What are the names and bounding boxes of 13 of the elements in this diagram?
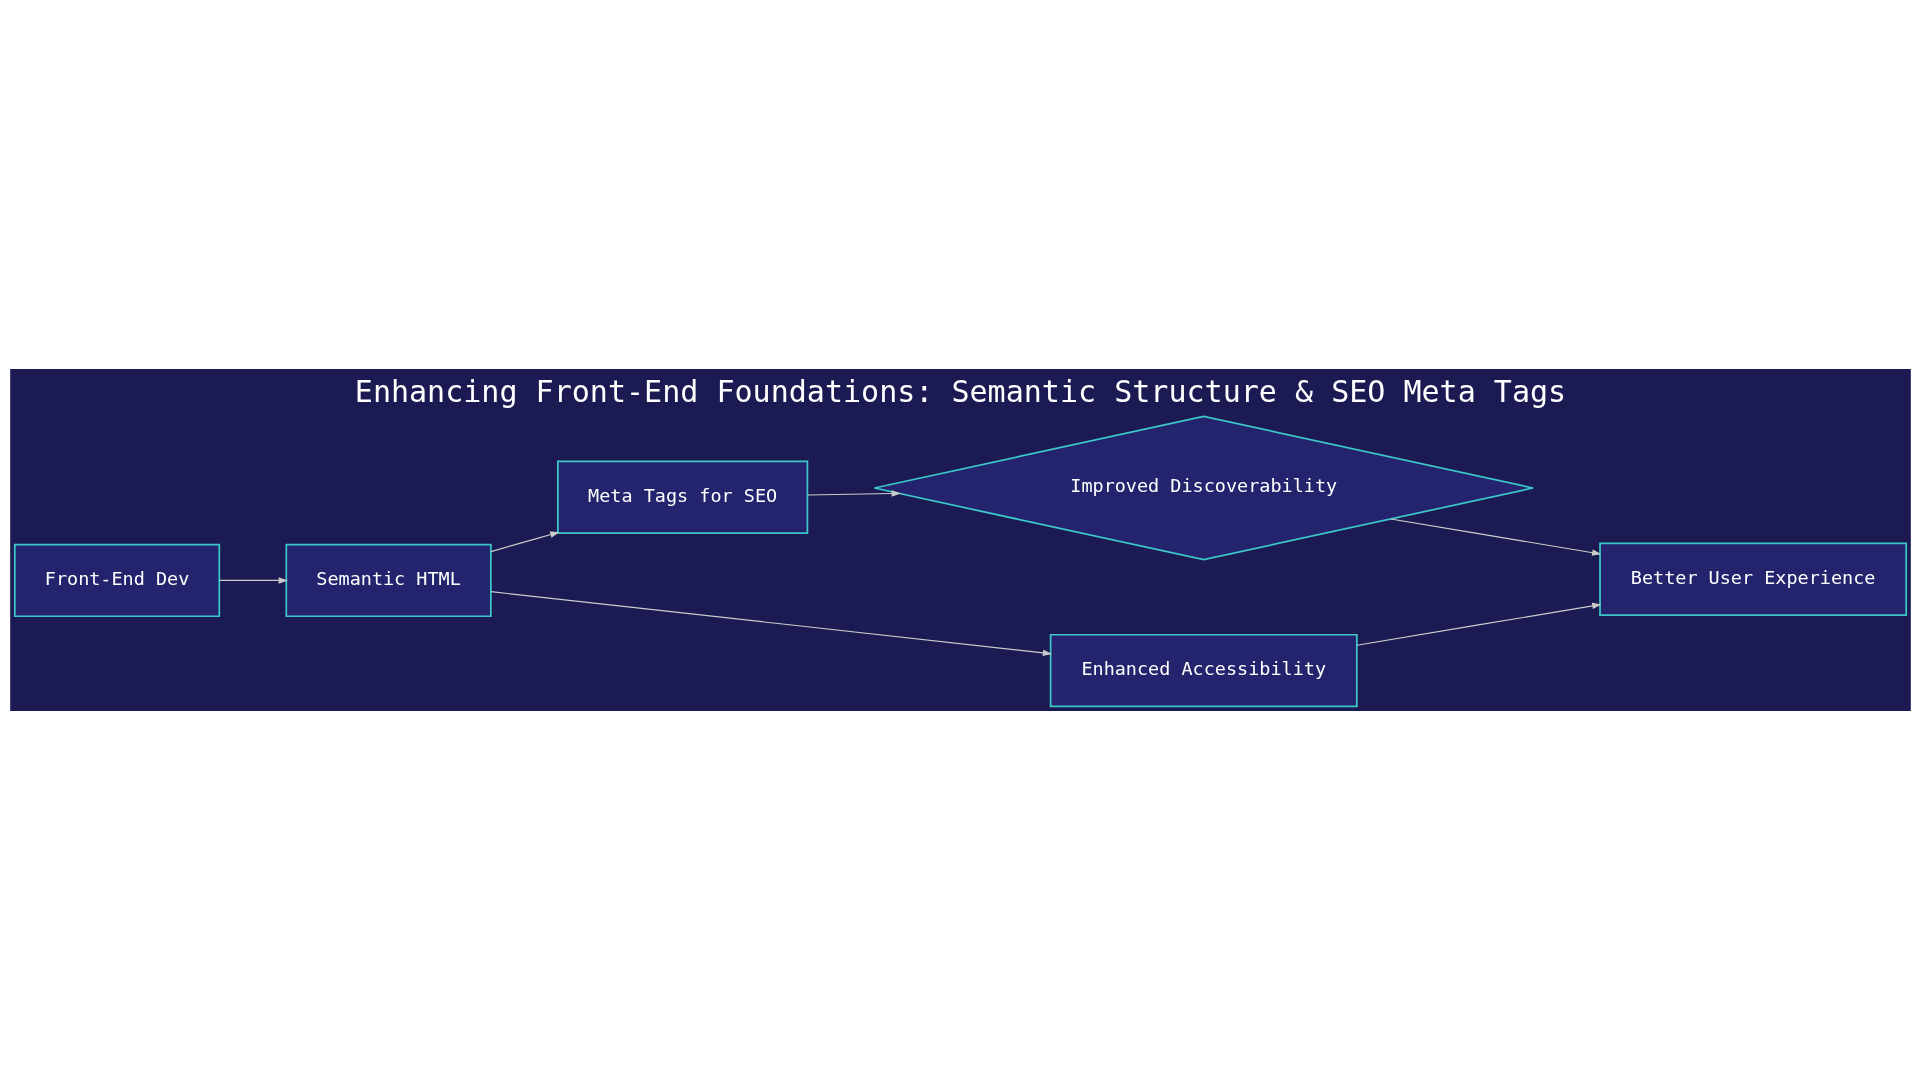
diagram-title: Enhancing Front-End Foundations: Semantic Structure & SEO Meta Tags xyxy=(354,374,1566,410)
node-box: Better User Experience xyxy=(1598,542,1907,616)
node-box: Semantic HTML xyxy=(284,543,492,618)
arrow xyxy=(1389,518,1601,556)
arrow xyxy=(218,577,288,584)
arrow xyxy=(1355,602,1601,646)
arrow xyxy=(489,531,559,553)
node-box: Meta Tags for SEO xyxy=(556,460,808,534)
arrow xyxy=(489,591,1052,657)
arrow xyxy=(806,490,901,497)
node-diamond: Improved Discoverability xyxy=(873,415,1534,561)
node-box: Enhanced Accessibility xyxy=(1049,633,1358,708)
node-box: Front-End Dev xyxy=(13,543,220,618)
